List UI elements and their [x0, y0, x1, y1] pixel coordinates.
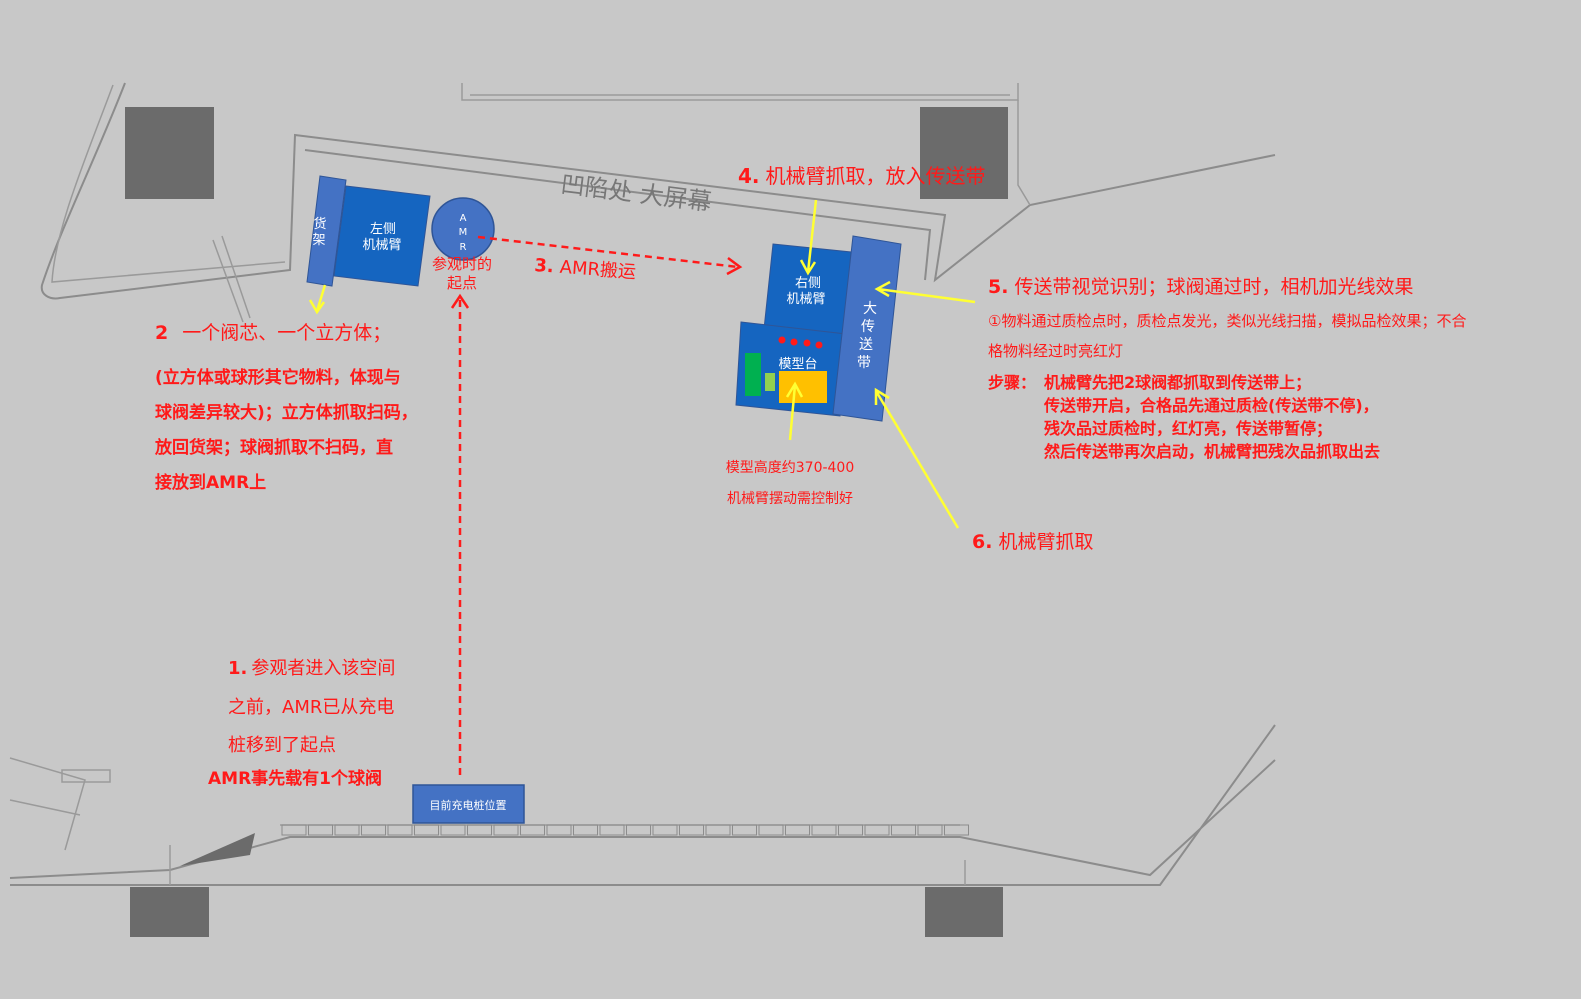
model-table: 模型台: [735, 321, 847, 417]
red-dashed-arrows: [450, 235, 743, 775]
floor-tile: [785, 824, 810, 836]
svg-text:左侧: 左侧: [370, 222, 396, 237]
svg-text:①物料通过质检点时，质检点发光，类似光线扫描，模拟品检效果；: ①物料通过质检点时，质检点发光，类似光线扫描，模拟品检效果；不合: [988, 312, 1466, 330]
svg-text:大: 大: [863, 301, 877, 317]
svg-text:A: A: [460, 213, 467, 224]
svg-text:残次品过质检时，红灯亮，传送带暂停；: 残次品过质检时，红灯亮，传送带暂停；: [1044, 419, 1332, 438]
floor-tile: [758, 824, 784, 836]
floor-tile: [679, 824, 704, 836]
svg-text:然后传送带再次启动，机械臂把残次品抓取出去: 然后传送带再次启动，机械臂把残次品抓取出去: [1044, 442, 1380, 461]
column-top-right: [920, 107, 1008, 199]
red-indicator-lights: [778, 336, 823, 349]
floor-tile: [467, 824, 492, 836]
column-top-left: [125, 107, 214, 199]
svg-text:送: 送: [859, 337, 873, 353]
floor-tile: [361, 824, 386, 836]
step3-annotation: 3.AMR搬运: [534, 255, 637, 283]
step1-annotation: 1.参观者进入该空间 之前，AMR已从充电 桩移到了起点 AMR事先载有1个球阀: [208, 658, 395, 789]
amr-robot: A M R: [431, 197, 495, 261]
right-robot-arm: 右侧 机械臂: [763, 243, 852, 339]
svg-text:传送带开启，合格品先通过质检(传送带不停)，: 传送带开启，合格品先通过质检(传送带不停)，: [1043, 396, 1379, 415]
floor-tile: [732, 824, 757, 836]
floor-tile: [308, 824, 333, 836]
svg-text:之前，AMR已从充电: 之前，AMR已从充电: [228, 697, 394, 718]
arm-swing-note: 机械臂摆动需控制好: [727, 491, 853, 507]
svg-text:R: R: [460, 242, 467, 253]
floor-tile: [493, 824, 519, 836]
floor-tile: [838, 824, 863, 836]
floor-tiles: [281, 824, 969, 836]
floor-tile: [705, 824, 731, 836]
floor-tile: [414, 824, 439, 836]
svg-text:步骤：: 步骤：: [988, 373, 1036, 392]
floor-tile: [944, 824, 969, 836]
left-robot-arm: 左侧 机械臂: [333, 185, 431, 287]
svg-text:球阀差异较大)；立方体抓取扫码，: 球阀差异较大)；立方体抓取扫码，: [155, 402, 418, 423]
step6-annotation: 6.机械臂抓取: [972, 531, 1093, 553]
svg-text:带: 带: [857, 355, 871, 371]
svg-text:机械臂: 机械臂: [786, 292, 825, 307]
svg-text:1.参观者进入该空间: 1.参观者进入该空间: [228, 658, 395, 679]
svg-text:M: M: [459, 227, 468, 238]
column-bottom-right: [925, 887, 1003, 937]
floor-tile: [573, 824, 598, 836]
floor-tile: [387, 824, 413, 836]
svg-text:放回货架；球阀抓取不扫码，直: 放回货架；球阀抓取不扫码，直: [154, 437, 393, 458]
shelf: 货 架: [306, 175, 347, 287]
svg-text:AMR事先载有1个球阀: AMR事先载有1个球阀: [208, 768, 382, 789]
svg-text:接放到AMR上: 接放到AMR上: [155, 472, 266, 493]
conveyor-belt: 大 传 送 带: [832, 235, 902, 422]
light-green-block: [765, 373, 775, 391]
floor-tile: [599, 824, 625, 836]
floor-tile: [891, 824, 916, 836]
svg-text:机械臂先把2球阀都抓取到传送带上；: 机械臂先把2球阀都抓取到传送带上；: [1044, 373, 1311, 392]
floor-tile: [440, 824, 466, 836]
charging-station: 目前充电桩位置: [412, 784, 525, 824]
floor-tile: [546, 824, 572, 836]
floor-tile: [281, 824, 307, 836]
svg-text:架: 架: [312, 233, 325, 248]
floor-tile: [864, 824, 890, 836]
floor-tile: [652, 824, 678, 836]
floor-tile: [334, 824, 360, 836]
yellow-model: [779, 371, 827, 403]
start-point-label: 参观时的: [432, 255, 492, 273]
floor-tile: [917, 824, 943, 836]
svg-text:货: 货: [313, 216, 326, 232]
floor-tile: [811, 824, 837, 836]
svg-text:格物料经过时亮红灯: 格物料经过时亮红灯: [988, 342, 1123, 360]
step5-annotation: 5.传送带视觉识别；球阀通过时，相机加光线效果 ①物料通过质检点时，质检点发光，…: [988, 276, 1466, 461]
svg-text:(立方体或球形其它物料，体现与: (立方体或球形其它物料，体现与: [155, 367, 401, 388]
svg-text:右侧: 右侧: [795, 276, 821, 291]
yellow-arrows: [308, 199, 976, 529]
start-point-label-2: 起点: [447, 274, 477, 292]
svg-text:传: 传: [861, 319, 875, 335]
svg-text:机械臂: 机械臂: [362, 238, 401, 253]
svg-text:桩移到了起点: 桩移到了起点: [228, 735, 336, 756]
column-bottom-left: [130, 887, 209, 937]
svg-text:目前充电桩位置: 目前充电桩位置: [430, 798, 507, 812]
step4-annotation: 4.机械臂抓取，放入传送带: [738, 164, 986, 188]
svg-text:模型台: 模型台: [778, 357, 817, 372]
floor-tile: [626, 824, 651, 836]
svg-text:5.传送带视觉识别；球阀通过时，相机加光线效果: 5.传送带视觉识别；球阀通过时，相机加光线效果: [988, 276, 1413, 298]
model-height-note: 模型高度约370-400: [726, 459, 855, 476]
green-block: [745, 353, 761, 396]
floor-tile: [520, 824, 545, 836]
